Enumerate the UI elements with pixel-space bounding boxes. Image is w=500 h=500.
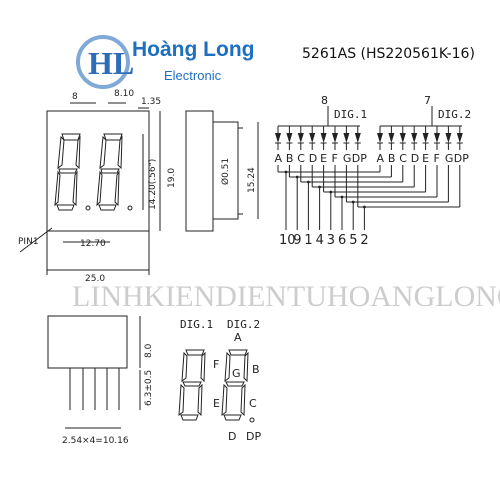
dig2-diode-c xyxy=(399,133,406,143)
dig1-seg-label-a: A xyxy=(275,152,283,165)
dig1-diode-d xyxy=(309,133,316,143)
dig1-diode-dp xyxy=(354,133,361,143)
dim-digit-height: 14.20(.56") xyxy=(148,159,158,210)
seg-label-e: E xyxy=(213,397,220,410)
seg-label-b: B xyxy=(252,363,260,376)
seg-label-d: D xyxy=(228,430,236,443)
dig1-diode-f xyxy=(332,133,338,143)
dig1-diode-g xyxy=(343,133,350,143)
dig2-seg-label-c: C xyxy=(399,152,407,165)
pin-number-dp: 2 xyxy=(360,233,368,248)
dig2-diode-g xyxy=(445,133,452,143)
dig2-diode-d xyxy=(411,133,418,143)
dim-top-c: 1.35 xyxy=(141,97,161,107)
seg-label-g: G xyxy=(232,367,241,380)
dig2-diode-a xyxy=(377,133,383,143)
dig2-seg-label-f: F xyxy=(434,152,440,165)
dig2-pin-number: 7 xyxy=(424,94,431,107)
seg-dig2-label: DIG.2 xyxy=(227,318,260,331)
pin1-label: PIN1 xyxy=(18,237,39,247)
dig2-diode-b xyxy=(388,133,395,143)
dig1-seg-label-g: G xyxy=(343,152,352,165)
dig1-seg-label-c: C xyxy=(297,152,305,165)
seg-label-f: F xyxy=(213,358,219,371)
pin-number-b: 9 xyxy=(293,233,301,248)
seg-dig1-label: DIG.1 xyxy=(180,318,213,331)
dig2-diode-f xyxy=(434,133,440,143)
dig2-seg-label-d: D xyxy=(411,152,419,165)
dim-bottom-pitch: 2.54×4=10.16 xyxy=(62,436,129,446)
bottom-body xyxy=(47,315,128,369)
dig1-seg-label-d: D xyxy=(309,152,317,165)
dim-side-height: 15.24 xyxy=(247,167,257,193)
front-digit-2 xyxy=(96,133,133,211)
bottom-view xyxy=(47,315,141,429)
dig2-diode-e xyxy=(422,133,429,143)
seg-digit-2 xyxy=(221,349,255,423)
dim-bottom-body: 8.0 xyxy=(144,343,154,358)
dig1-diode-c xyxy=(297,133,304,143)
pin-number-e: 3 xyxy=(327,233,335,248)
dig1-seg-label-b: B xyxy=(286,152,294,165)
seg-digit-1 xyxy=(178,349,206,421)
dig2-diode-dp xyxy=(456,133,463,143)
dig2-seg-label-a: A xyxy=(377,152,385,165)
logo-monogram: HL xyxy=(88,45,134,81)
dig1-diode-e xyxy=(320,133,327,143)
segment-diagram xyxy=(178,349,255,423)
front-digit-1 xyxy=(54,133,91,211)
dig2-seg-label-b: B xyxy=(388,152,396,165)
logo: HL Hoàng Long Electronic xyxy=(76,35,254,89)
seg-label-a: A xyxy=(234,331,242,344)
logo-brand: Hoàng Long xyxy=(132,38,254,61)
logo-ring xyxy=(76,35,130,89)
dig1-diode-b xyxy=(286,133,293,143)
dig1-diode-a xyxy=(275,133,281,143)
seg-label-c: C xyxy=(249,397,257,410)
pin-number-f: 6 xyxy=(338,233,346,248)
dig1-label: DIG.1 xyxy=(334,108,367,121)
watermark: LINHKIENDIENTUHOANGLONG.COM xyxy=(72,280,500,313)
seg-label-dp: DP xyxy=(246,430,261,443)
dim-pin-diameter: Ø0.51 xyxy=(220,158,231,185)
side-view xyxy=(185,110,259,232)
dig2-label: DIG.2 xyxy=(438,108,471,121)
pin-number-c: 1 xyxy=(304,233,312,248)
front-view xyxy=(19,102,161,275)
logo-subtitle: Electronic xyxy=(164,68,222,83)
dig1-seg-label-dp: DP xyxy=(352,152,367,165)
dig1-seg-label-f: F xyxy=(332,152,338,165)
dim-width: 25.0 xyxy=(85,274,105,284)
side-pins xyxy=(212,121,239,220)
pin-number-d: 4 xyxy=(316,233,324,248)
model-title: 5261AS (HS220561K-16) xyxy=(302,46,475,62)
dim-total-height: 19.0 xyxy=(167,168,177,188)
dig2-seg-label-g: G xyxy=(445,152,454,165)
dig1-seg-label-e: E xyxy=(320,152,327,165)
side-body xyxy=(185,110,214,232)
pin-number-a: 10 xyxy=(279,233,296,248)
dig2-seg-label-dp: DP xyxy=(454,152,469,165)
dig1-pin-number: 8 xyxy=(321,94,328,107)
dim-top-b: 8.10 xyxy=(114,89,134,99)
display-body xyxy=(46,110,150,232)
pin-number-g: 5 xyxy=(349,233,357,248)
dig2-seg-label-e: E xyxy=(422,152,429,165)
dim-pin-length: 6.3±0.5 xyxy=(144,370,154,406)
dim-pitch: 12.70 xyxy=(80,239,106,249)
dim-top-a: 8 xyxy=(72,92,78,102)
